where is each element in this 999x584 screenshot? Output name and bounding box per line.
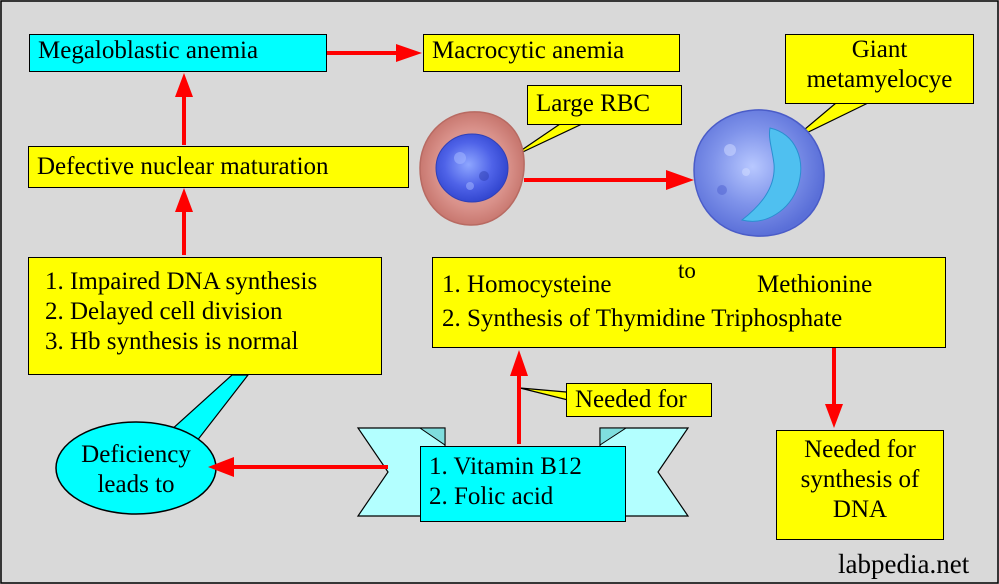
giant-line: metamyelocye <box>806 66 953 93</box>
thymidine-synthesis-label: 2. Synthesis of Thymidine Triphosphate <box>442 305 843 332</box>
macrocytic-anemia-box: Macrocytic anemia <box>423 34 680 72</box>
vitamin-item: 1. Vitamin B12 <box>429 453 582 480</box>
large-rbc-label: Large RBC <box>536 90 651 117</box>
deficiency-line: Deficiency <box>81 441 191 468</box>
large-rbc-illustration <box>419 111 525 226</box>
dna-synthesis-box: Needed for synthesis of DNA <box>776 430 944 540</box>
conversion-to-label: to <box>678 258 696 283</box>
giant-line: Giant <box>851 36 908 63</box>
functions-box: 1. Homocysteine to Methionine 2. Synthes… <box>432 257 946 348</box>
effect-item: 2. Delayed cell division <box>45 298 283 325</box>
defective-maturation-label: Defective nuclear maturation <box>37 153 329 180</box>
vitamins-box: 1. Vitamin B12 2. Folic acid <box>420 446 626 522</box>
deficiency-line: leads to <box>97 471 175 498</box>
needed-for-callout: Needed for <box>566 383 712 417</box>
dna-line: synthesis of <box>800 466 920 493</box>
giant-metamyelocyte-callout: Giant metamyelocye <box>785 34 974 104</box>
dna-line: Needed for <box>804 436 916 463</box>
watermark: labpedia.net <box>838 549 970 579</box>
megaloblastic-anemia-label: Megaloblastic anemia <box>38 37 259 64</box>
giant-metamyelocyte-illustration <box>693 109 825 237</box>
needed-for-label: Needed for <box>575 386 687 413</box>
megaloblastic-anemia-box: Megaloblastic anemia <box>29 34 327 72</box>
vitamin-item: 2. Folic acid <box>429 483 554 510</box>
deficiency-label: Deficiency leads to <box>56 440 216 500</box>
effects-box: 1. Impaired DNA synthesis 2. Delayed cel… <box>28 257 382 375</box>
homocysteine-label: 1. Homocysteine <box>442 271 612 298</box>
macrocytic-anemia-label: Macrocytic anemia <box>432 37 625 64</box>
methionine-label: Methionine <box>757 271 873 298</box>
large-rbc-callout: Large RBC <box>527 85 682 125</box>
defective-maturation-box: Defective nuclear maturation <box>28 146 409 188</box>
dna-line: DNA <box>832 496 888 523</box>
effect-item: 3. Hb synthesis is normal <box>45 328 299 355</box>
effect-item: 1. Impaired DNA synthesis <box>45 268 318 295</box>
